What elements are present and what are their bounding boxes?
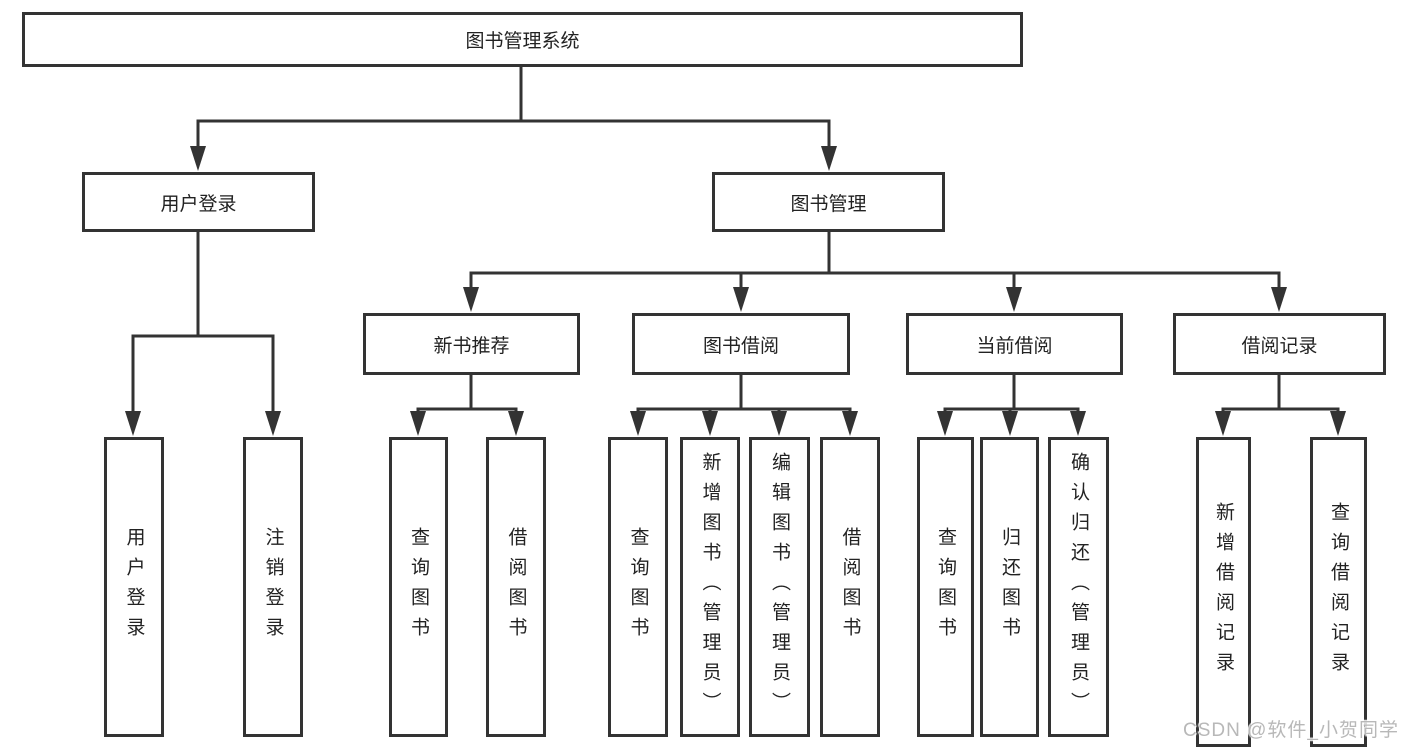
connector xyxy=(131,334,275,414)
arrowhead-icon xyxy=(1070,411,1086,436)
arrowhead-icon xyxy=(265,411,281,436)
connector xyxy=(196,119,831,150)
node-borrow-books: 借阅图书 xyxy=(486,437,546,737)
node-user-login-leaf: 用户登录 xyxy=(104,437,164,737)
node-label: 借阅图书 xyxy=(505,527,527,647)
node-label: 图书借阅 xyxy=(702,335,779,357)
node-query-borrow-record: 查询借阅记录 xyxy=(1310,437,1367,747)
arrowhead-icon xyxy=(821,146,837,171)
arrowhead-icon xyxy=(842,411,858,436)
node-label: 借阅图书 xyxy=(839,527,861,647)
node-current-borrowing: 当前借阅 xyxy=(906,313,1123,375)
node-query-books: 查询图书 xyxy=(389,437,448,737)
connector xyxy=(1221,407,1340,414)
node-query-books: 查询图书 xyxy=(917,437,974,737)
node-label: 图书管理系统 xyxy=(465,31,580,52)
node-edit-book-admin: 编辑图书（管理员） xyxy=(749,437,810,737)
node-label: 编辑图书（管理员） xyxy=(769,452,790,722)
node-label: 用户登录 xyxy=(160,193,237,215)
node-label: 确认归还（管理员） xyxy=(1068,452,1089,722)
arrowhead-icon xyxy=(1271,287,1287,312)
node-label: 借阅记录 xyxy=(1241,335,1318,357)
node-new-book-recommend: 新书推荐 xyxy=(363,313,580,375)
arrowhead-icon xyxy=(733,287,749,312)
node-label: 注销登录 xyxy=(262,527,284,647)
arrowhead-icon xyxy=(937,411,953,436)
node-library-system: 图书管理系统 xyxy=(22,12,1023,67)
node-label: 新增图书（管理员） xyxy=(699,452,721,722)
arrowhead-icon xyxy=(125,411,141,436)
arrowhead-icon xyxy=(508,411,524,436)
node-label: 图书管理 xyxy=(790,193,867,215)
arrowhead-icon xyxy=(1330,411,1346,436)
node-logout-leaf: 注销登录 xyxy=(243,437,303,737)
watermark: CSDN @软件_小贺同学 xyxy=(1183,720,1399,741)
node-book-borrowing: 图书借阅 xyxy=(632,313,850,375)
node-label: 归还图书 xyxy=(999,527,1020,647)
arrowhead-icon xyxy=(190,146,206,171)
node-book-management: 图书管理 xyxy=(712,172,945,232)
arrowheads xyxy=(125,146,1346,436)
arrowhead-icon xyxy=(410,411,426,436)
node-add-book-admin: 新增图书（管理员） xyxy=(680,437,740,737)
node-borrowing-records: 借阅记录 xyxy=(1173,313,1386,375)
node-label: 当前借阅 xyxy=(976,335,1053,357)
arrowhead-icon xyxy=(1215,411,1231,436)
connector xyxy=(636,407,852,414)
node-label: 新书推荐 xyxy=(433,335,510,357)
node-label: 查询图书 xyxy=(935,527,956,647)
node-confirm-return-admin: 确认归还（管理员） xyxy=(1048,437,1109,737)
node-borrow-books: 借阅图书 xyxy=(820,437,880,737)
node-label: 查询借阅记录 xyxy=(1328,502,1349,682)
node-user-login: 用户登录 xyxy=(82,172,315,232)
connector xyxy=(469,271,1281,290)
arrowhead-icon xyxy=(1002,411,1018,436)
node-add-borrow-record: 新增借阅记录 xyxy=(1196,437,1251,747)
arrowhead-icon xyxy=(463,287,479,312)
arrowhead-icon xyxy=(630,411,646,436)
node-label: 查询图书 xyxy=(408,527,429,647)
node-query-books: 查询图书 xyxy=(608,437,668,737)
connector xyxy=(416,407,518,414)
arrowhead-icon xyxy=(702,411,718,436)
node-label: 用户登录 xyxy=(123,527,145,647)
arrowhead-icon xyxy=(771,411,787,436)
arrowhead-icon xyxy=(1006,287,1022,312)
node-label: 新增借阅记录 xyxy=(1213,502,1234,682)
node-return-books: 归还图书 xyxy=(980,437,1039,737)
node-label: 查询图书 xyxy=(627,527,649,647)
